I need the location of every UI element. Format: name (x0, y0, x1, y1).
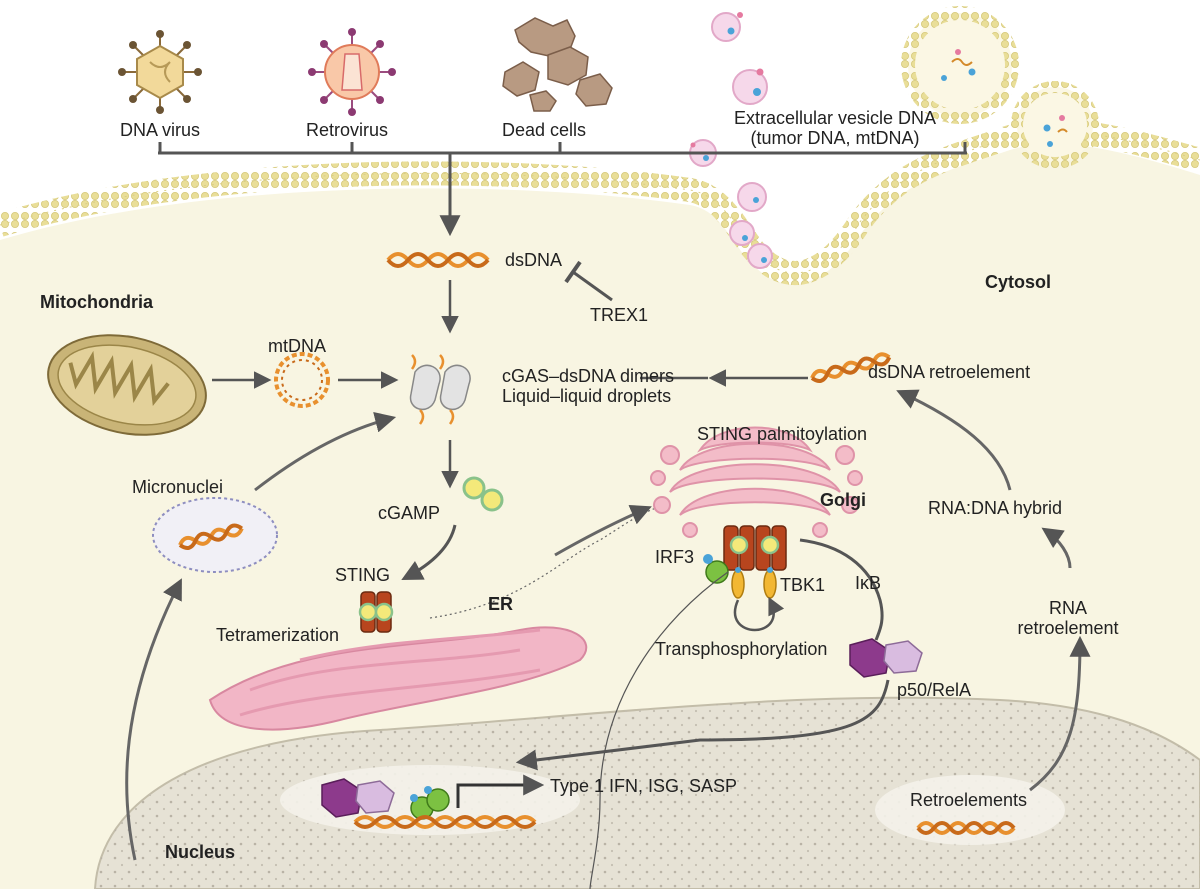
p50-rela-icon (849, 638, 923, 678)
dead-cells-icon (502, 17, 613, 112)
label-irf3: IRF3 (655, 547, 695, 567)
label-retrovirus: Retrovirus (306, 120, 389, 140)
dsdna-retroelement-icon (810, 352, 892, 383)
dsdna-icon (386, 252, 490, 268)
cgas-dimer-icon (409, 354, 471, 425)
micronucleus (152, 497, 278, 573)
golgi-organelle (650, 426, 863, 538)
label-type1-ifn: Type 1 IFN, ISG, SASP (550, 776, 738, 796)
sting-golgi-complex (723, 525, 787, 599)
label-ev-line1: Extracellular vesicle DNA (733, 108, 937, 128)
label-rna-dna-hybrid: RNA:DNA hybrid (928, 498, 1063, 518)
label-sting: STING (335, 565, 391, 585)
label-golgi: Golgi (820, 490, 866, 510)
retrovirus-icon (308, 28, 396, 116)
label-transphosphorylation: Transphosphorylation (655, 639, 828, 659)
label-dsdna: dsDNA (505, 250, 563, 270)
label-cgamp: cGAMP (378, 503, 441, 523)
mtdna-ring (274, 352, 330, 408)
label-rna-retroelement-line2: retroelement (1017, 618, 1119, 638)
er-organelle (208, 626, 588, 731)
trex1-inhibition (572, 270, 613, 302)
label-dead-cells: Dead cells (502, 120, 587, 140)
vesicle-fusing (1011, 81, 1099, 169)
sting-tetramer-icon (358, 591, 394, 633)
label-tbk1: TBK1 (780, 575, 826, 595)
label-rna-retroelement: RNA retroelement (998, 598, 1138, 638)
label-cgas-line2: Liquid–liquid droplets (502, 386, 672, 406)
label-tetramerization: Tetramerization (216, 625, 340, 645)
retroelements-dna-icon (916, 821, 1016, 835)
label-nucleus: Nucleus (165, 842, 236, 862)
cgamp-icon (462, 476, 504, 512)
label-sting-palmitoylation: STING palmitoylation (697, 424, 868, 444)
label-er: ER (488, 594, 514, 614)
label-cgas-dimers: cGAS–dsDNA dimers Liquid–liquid droplets (502, 366, 674, 406)
vesicle-budding (901, 6, 1019, 124)
label-dna-virus: DNA virus (120, 120, 201, 140)
label-retroelements: Retroelements (910, 790, 1028, 810)
label-rna-retroelement-line1: RNA (1048, 598, 1087, 618)
transphosphorylation-arc (734, 596, 785, 632)
label-p50-rela: p50/RelA (897, 680, 972, 700)
label-mtdna: mtDNA (268, 336, 326, 356)
label-dsdna-retroelement: dsDNA retroelement (868, 362, 1031, 382)
label-mitochondria: Mitochondria (40, 292, 153, 312)
label-trex1: TREX1 (590, 305, 649, 325)
source-connector (158, 142, 967, 237)
nuclear-dna-icon (353, 815, 537, 829)
label-ikb: IκB (855, 573, 882, 593)
mitochondria-organelle (47, 334, 207, 436)
dna-virus-icon (118, 30, 202, 114)
label-micronuclei: Micronuclei (132, 477, 224, 497)
label-cytosol: Cytosol (985, 272, 1052, 292)
label-cgas-line1: cGAS–dsDNA dimers (502, 366, 675, 386)
irf3-icon (703, 554, 729, 584)
nuclear-transcription-factors (321, 778, 450, 820)
extracellular-vesicles (689, 12, 773, 269)
transcription-arrow (456, 774, 545, 808)
label-ev-line2: (tumor DNA, mtDNA) (750, 128, 920, 148)
label-extracellular-vesicle: Extracellular vesicle DNA (tumor DNA, mt… (700, 108, 970, 148)
